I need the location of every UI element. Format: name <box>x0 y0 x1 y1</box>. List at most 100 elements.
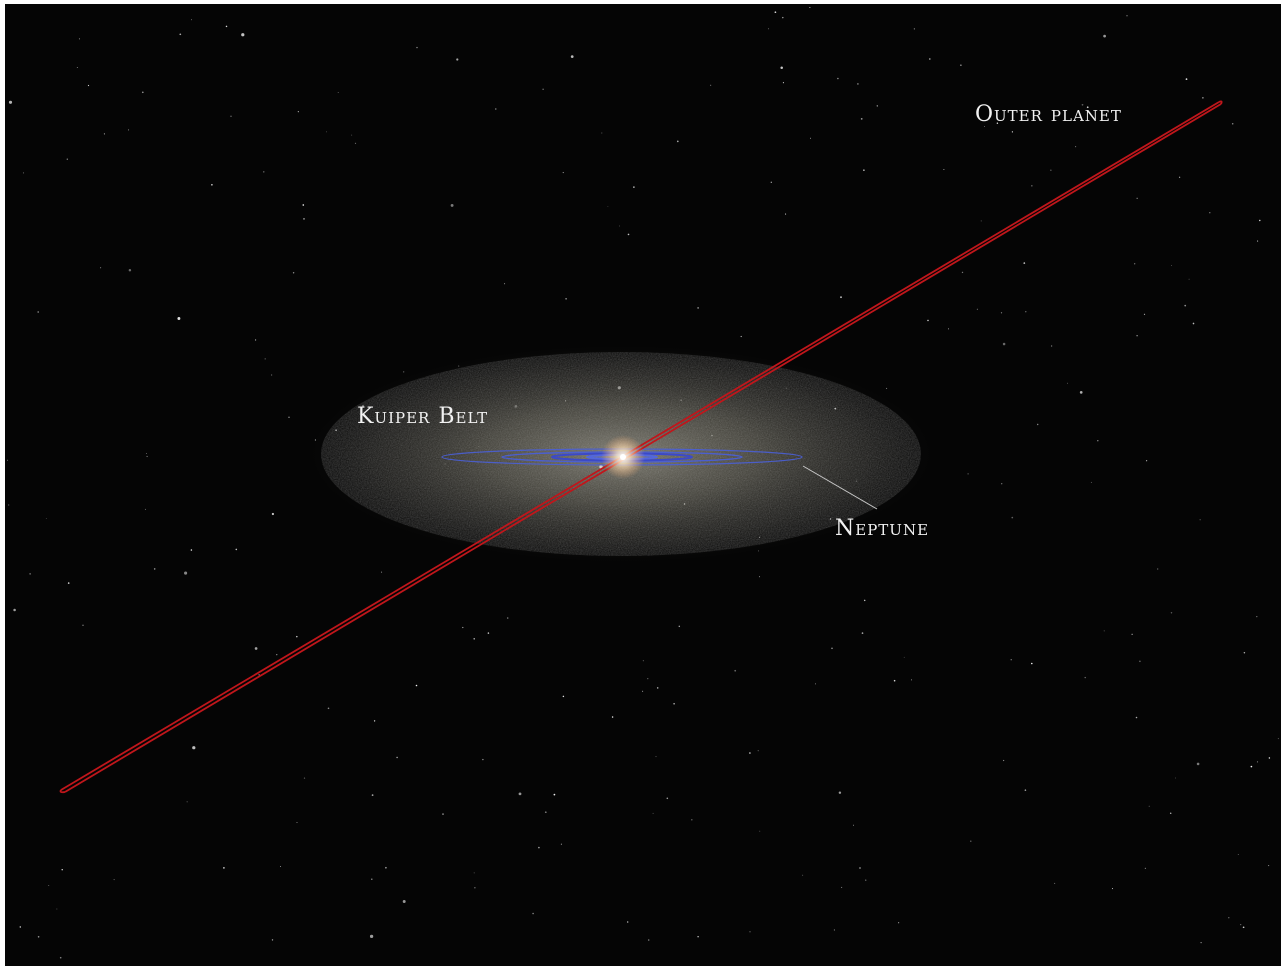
star <box>980 220 982 222</box>
star <box>757 750 759 752</box>
star <box>1143 313 1146 315</box>
star <box>1256 761 1259 763</box>
star <box>78 38 80 40</box>
star <box>1023 262 1026 264</box>
star <box>473 638 475 640</box>
star <box>354 142 357 145</box>
star <box>780 66 783 70</box>
star <box>296 635 298 638</box>
star <box>230 115 232 117</box>
star <box>1103 630 1105 632</box>
star <box>1111 888 1114 890</box>
star <box>29 573 31 575</box>
star <box>1256 615 1258 618</box>
star <box>1011 516 1014 519</box>
star <box>462 626 464 629</box>
star <box>1079 391 1083 394</box>
star <box>532 912 534 915</box>
star <box>1171 265 1172 267</box>
star <box>853 824 855 826</box>
star <box>1090 481 1092 483</box>
star <box>1126 15 1128 17</box>
star <box>487 632 490 634</box>
star <box>1145 460 1148 462</box>
star <box>327 707 330 710</box>
star <box>100 267 102 269</box>
star <box>893 679 896 682</box>
star <box>473 872 475 874</box>
star <box>913 28 916 30</box>
star <box>1231 122 1234 125</box>
star <box>666 797 669 800</box>
star <box>495 108 497 110</box>
star <box>474 887 476 889</box>
star <box>1031 662 1033 665</box>
star <box>1139 660 1141 663</box>
star <box>928 58 931 60</box>
star <box>296 822 298 823</box>
star <box>1184 304 1187 307</box>
star <box>927 319 929 322</box>
space-scene <box>7 6 1279 959</box>
star <box>691 819 693 821</box>
star <box>1268 757 1271 759</box>
star <box>886 387 888 389</box>
neptune-label: Neptune <box>835 516 930 541</box>
diagram-canvas: Outer planet Kuiper Belt Neptune <box>5 4 1281 966</box>
star <box>1240 924 1242 926</box>
star <box>1001 483 1003 485</box>
star <box>562 172 564 174</box>
star <box>1178 176 1181 178</box>
star <box>542 88 544 90</box>
star <box>1131 633 1133 635</box>
star <box>67 582 70 584</box>
star <box>570 55 574 58</box>
star <box>910 679 913 681</box>
star <box>860 118 863 120</box>
star <box>611 716 614 718</box>
star <box>1084 676 1086 679</box>
star <box>255 339 257 341</box>
star <box>863 169 865 171</box>
star <box>263 171 265 173</box>
star <box>838 791 842 794</box>
star <box>1086 106 1089 109</box>
star <box>1200 941 1202 944</box>
star <box>37 311 40 313</box>
star <box>1202 97 1204 99</box>
star <box>903 656 905 658</box>
star <box>837 77 839 80</box>
star <box>1136 335 1138 337</box>
star <box>45 517 47 519</box>
star <box>416 46 418 49</box>
star <box>538 846 540 849</box>
star <box>840 296 842 299</box>
star <box>1243 651 1246 654</box>
star <box>271 939 274 941</box>
star <box>1134 263 1136 265</box>
star <box>13 608 16 612</box>
star <box>1268 865 1270 867</box>
star <box>1144 867 1147 870</box>
star <box>809 6 811 9</box>
star <box>770 181 772 183</box>
star <box>898 922 900 924</box>
star <box>976 308 978 310</box>
star <box>153 568 156 570</box>
star <box>759 830 761 832</box>
star <box>371 878 373 880</box>
star <box>7 459 8 461</box>
star <box>1002 759 1005 762</box>
star <box>734 669 737 672</box>
star <box>1067 382 1068 384</box>
star <box>960 64 962 66</box>
star <box>76 67 78 68</box>
star <box>450 203 454 207</box>
star <box>223 867 225 869</box>
star <box>271 512 275 516</box>
star <box>19 926 22 928</box>
neptune-leader-line <box>802 465 878 510</box>
star <box>1036 423 1039 426</box>
star <box>351 134 353 136</box>
star <box>1097 439 1099 442</box>
